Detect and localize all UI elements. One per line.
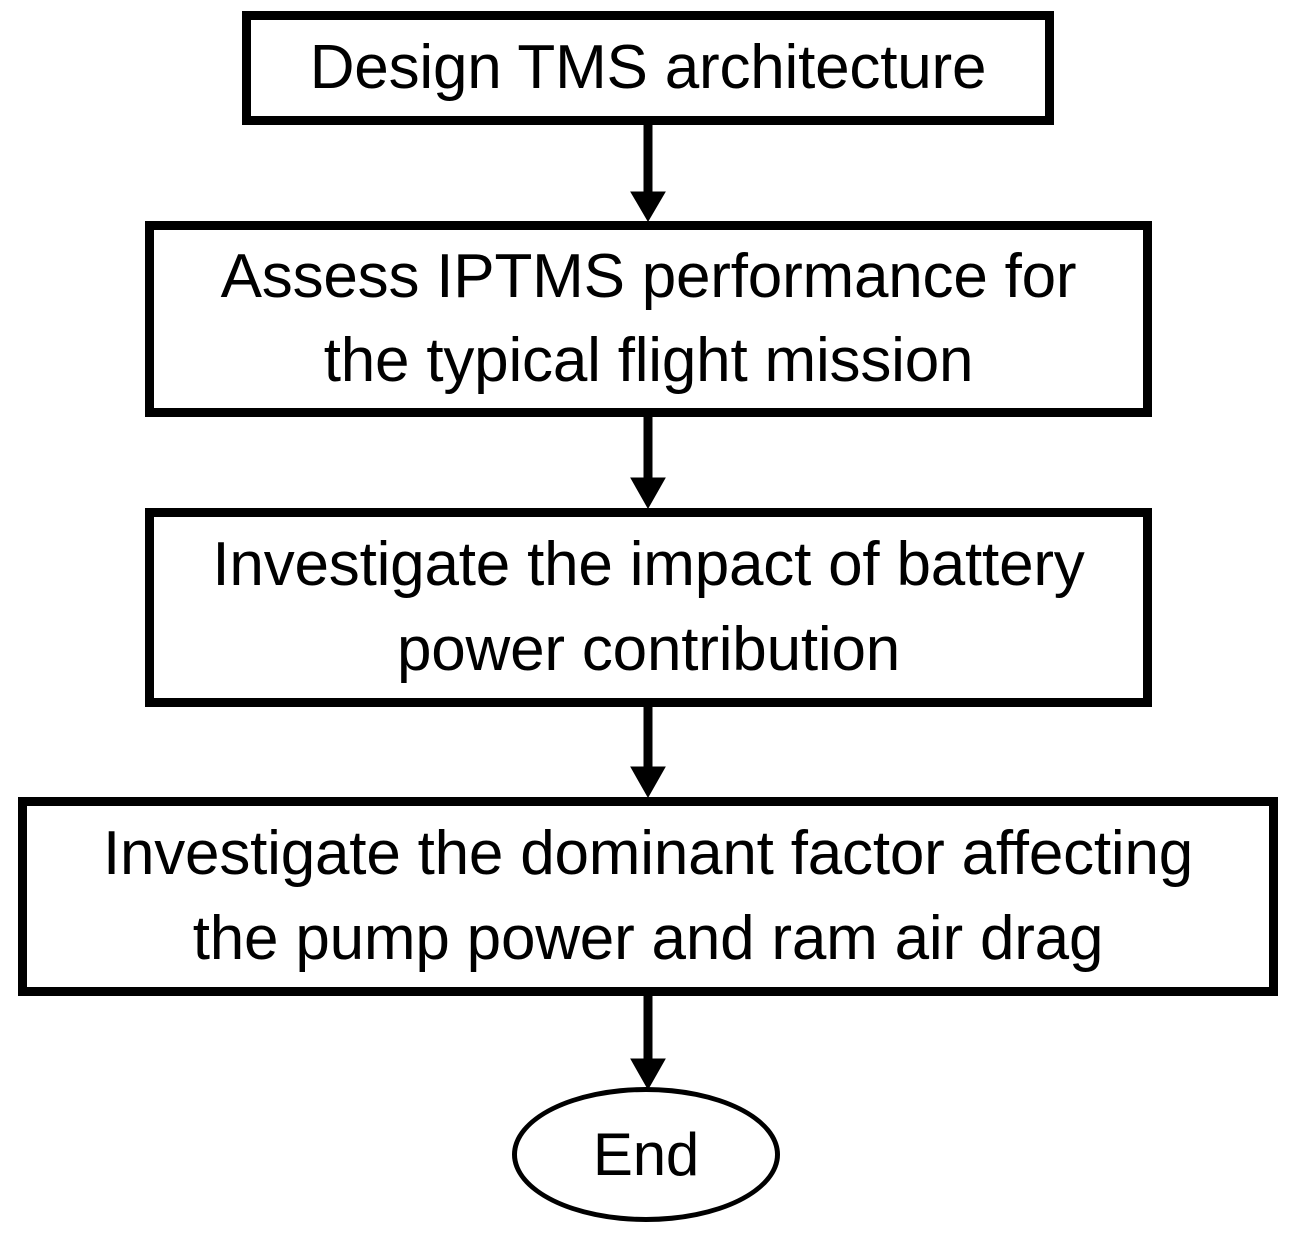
flow-node-label: Assess IPTMS performance for the typical… bbox=[220, 241, 1077, 395]
flow-node-label: Investigate the dominant factor affectin… bbox=[102, 819, 1194, 973]
flow-node-label: Investigate the impact of battery power … bbox=[212, 530, 1085, 684]
flow-node-label: End bbox=[592, 1120, 700, 1188]
flow-node-label: Design TMS architecture bbox=[309, 32, 987, 102]
arrowhead-icon bbox=[630, 766, 666, 799]
arrowhead-icon bbox=[630, 191, 666, 222]
arrowhead-icon bbox=[630, 1058, 666, 1091]
flow-node-investigate-dominant-factor[interactable]: Investigate the dominant factor affectin… bbox=[18, 797, 1278, 996]
arrowhead-icon bbox=[630, 477, 666, 510]
flow-node-end-terminator[interactable]: End bbox=[512, 1087, 780, 1222]
flow-node-design-tms-architecture[interactable]: Design TMS architecture bbox=[242, 11, 1054, 125]
flow-node-investigate-battery-power-contribution[interactable]: Investigate the impact of battery power … bbox=[145, 508, 1152, 707]
flow-node-assess-iptms-performance[interactable]: Assess IPTMS performance for the typical… bbox=[145, 221, 1152, 417]
